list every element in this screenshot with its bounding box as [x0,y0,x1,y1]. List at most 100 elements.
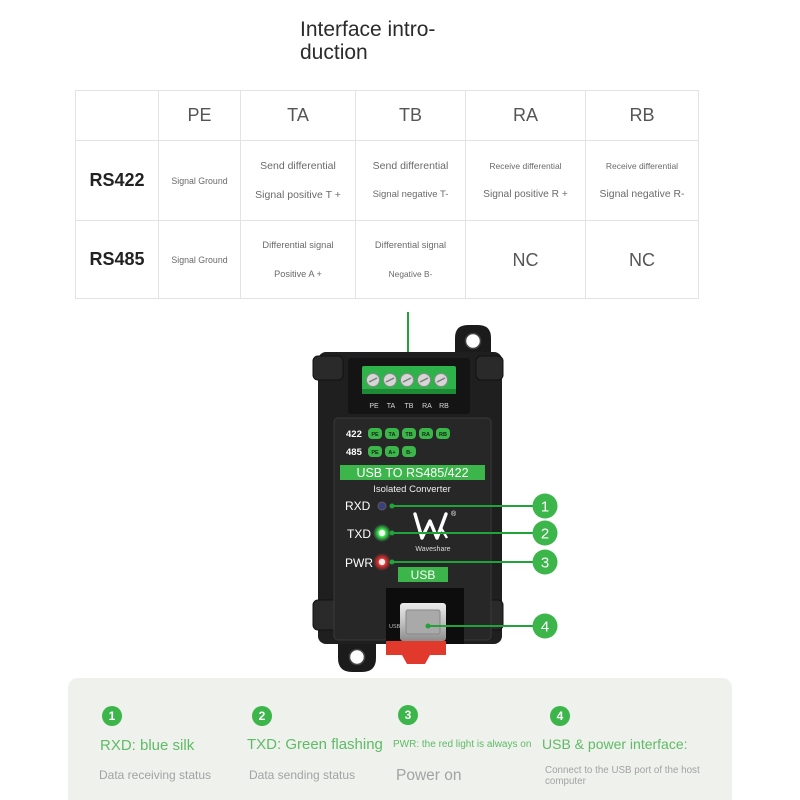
mounting-hole [348,648,366,666]
column-header-ra: RA [466,91,586,141]
legend-panel [68,678,732,800]
converter-device: PE TA TB RA RB 422 PE TA TB RA RB 485 PE… [312,325,504,672]
cell-text: NC [629,249,655,270]
usb-label: USB [411,568,436,582]
rs422-pin-row: PE TA TB RA RB [368,428,450,439]
cell-text: Differential signal [262,240,334,250]
cell-text: Signal Ground [171,175,228,186]
table-cell-rs422-ra: Receive differential Signal positive R + [466,141,586,221]
terminal-screw [383,373,397,387]
usb-label-box [398,567,448,582]
terminal-screw [366,373,380,387]
callout-number-4: 4 [541,618,549,635]
row-header-rs422: RS422 [76,141,159,221]
column-header-ta: TA [241,91,356,141]
legend-badge-3: 3 [398,705,418,725]
column-header-tb: TB [356,91,466,141]
callout-badge-4 [532,613,558,639]
side-clip [312,355,344,381]
terminal-label-tb: TB [405,403,414,410]
device-subtitle: Isolated Converter [373,484,451,495]
table-cell-rs422-tb: Send differential Signal negative T- [356,141,466,221]
cell-text: Receive differential [605,161,679,171]
terminal-label-ta: TA [387,403,396,410]
pin-label: PE [371,450,379,456]
model-banner-text: USB TO RS485/422 [356,466,468,480]
registered-mark: ® [451,510,457,518]
cell-text: Signal positive R + [483,189,568,200]
pin-label: B- [406,450,412,456]
page-title-line-1: Interface intro- [300,18,436,41]
column-header-rb: RB [586,91,699,141]
callout-3: 3 [389,549,558,575]
table-cell-rs422-pe: Signal Ground [159,141,241,221]
cell-text: Signal negative R- [599,189,685,200]
legend-desc-pwr: Power on [396,767,462,784]
legend-title-pwr: PWR: the red light is always on [393,739,532,750]
terminal-screw [417,373,431,387]
terminal-screw [434,373,448,387]
table-cell-rs422-ta: Send differential Signal positive T + [241,141,356,221]
pwr-label: PWR [345,556,373,570]
table-corner-cell [76,91,159,141]
terminal-label-pe: PE [369,403,379,410]
callout-4: 4 [425,613,558,639]
legend-desc-rxd: Data receiving status [99,768,212,782]
pin-label: TB [405,432,412,438]
cell-text: Signal positive T + [255,189,341,201]
callout-number-3: 3 [541,554,549,571]
callout-number-1: 1 [541,498,549,515]
cell-text: NC [512,249,539,270]
rs485-row-label: 485 [346,447,363,458]
waveshare-logo-icon: ® Waveshare [413,510,457,553]
cell-text: Differential signal [374,240,447,250]
cell-text: Signal negative T- [372,189,449,200]
rxd-label: RXD [345,499,371,513]
usb-b-connector-inner [405,609,441,635]
row-header-rs485: RS485 [76,221,159,299]
table-cell-rs485-pe: Signal Ground [159,221,241,299]
device-illustration: PE TA TB RA RB 422 PE TA TB RA RB 485 PE… [312,312,558,672]
legend-title-txd: TXD: Green flashing [247,736,383,753]
model-banner [340,465,485,480]
page-title: Interface intro- duction [300,18,435,64]
txd-led [378,529,386,537]
rs485-pin-row: PE A+ B- [368,446,416,457]
table-cell-rs422-rb: Receive differential Signal negative R- [586,141,699,221]
pin-label: RA [422,432,430,438]
rxd-led [377,501,387,511]
column-header-pe: PE [159,91,241,141]
table-cell-rs485-tb: Differential signal Negative B- [356,221,466,299]
brand-wordmark: Waveshare [415,546,450,553]
cell-text: Send differential [260,160,336,172]
table-cell-rs485-ta: Differential signal Positive A + [241,221,356,299]
terminal-label-rb: RB [439,403,449,410]
usb-latch [386,641,446,664]
cell-text: Positive A + [274,269,322,279]
page-title-line-2: duction [300,41,368,64]
callout-badge-1 [532,493,558,519]
legend-badge-1: 1 [102,706,122,726]
cell-text: Receive differential [489,161,562,171]
pin-label: A+ [388,450,395,456]
legend-badge-4: 4 [550,706,570,726]
callout-number-2: 2 [541,525,549,542]
legend-title-usb: USB & power interface: [542,736,688,752]
side-clip [475,355,504,381]
rs422-row-label: 422 [346,429,362,440]
terminal-screw [400,373,414,387]
callout-badge-3 [532,549,558,575]
legend-title-rxd: RXD: blue silk [100,737,195,754]
pwr-led [378,558,386,566]
callout-2: 2 [389,520,558,546]
pin-label: RB [439,432,447,438]
terminal-label-ra: RA [422,403,432,410]
legend-badge-2: 2 [252,706,272,726]
table-cell-rs485-rb: NC [586,221,699,299]
pin-label: TA [389,432,396,438]
legend-desc-usb: Connect to the USB port of the host comp… [545,765,700,787]
interface-table: PE TA TB RA RB RS422 Signal Ground Send … [75,90,699,299]
pin-label: PE [371,432,379,438]
txd-label: TXD [347,527,371,541]
